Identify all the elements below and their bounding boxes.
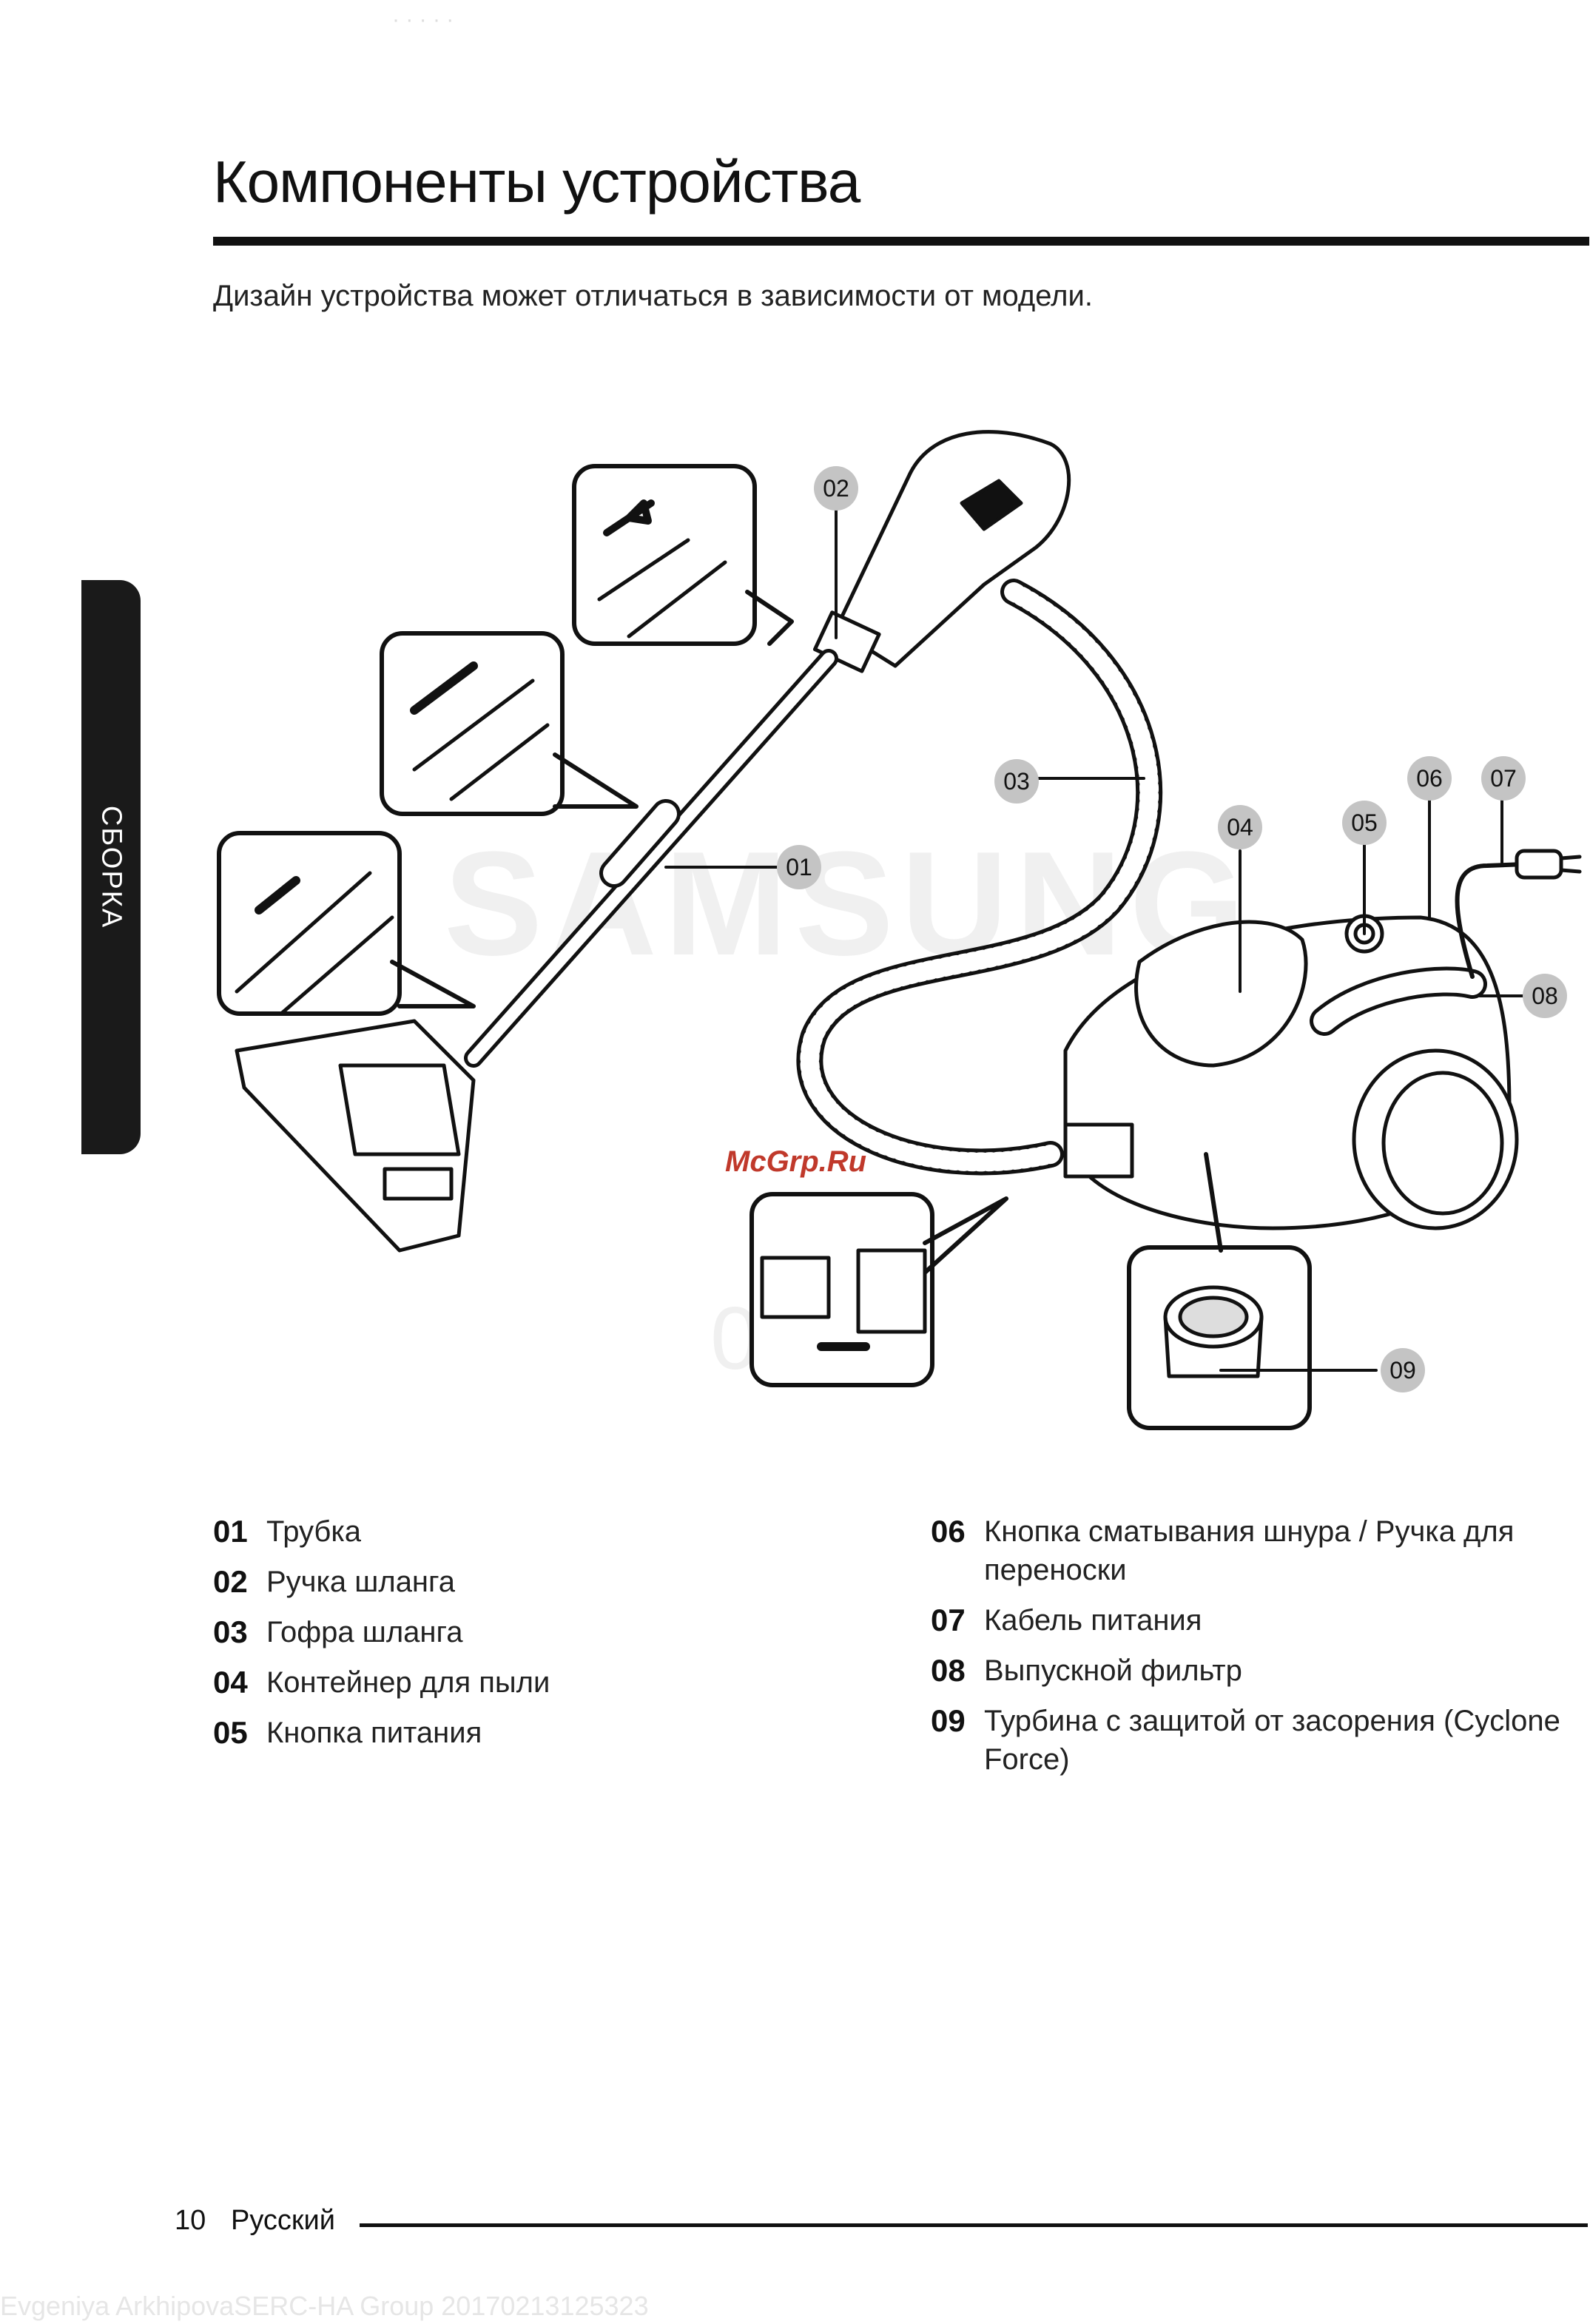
top-stub-text: · · · · · — [392, 7, 454, 32]
callout-07: 07 — [1481, 756, 1526, 801]
site-watermark: McGrp.Ru — [725, 1145, 867, 1178]
callout-07-label: 07 — [1490, 765, 1517, 792]
callout-03: 03 — [994, 759, 1039, 804]
callout-04: 04 — [1218, 805, 1262, 849]
legend-text: Кабель питания — [984, 1604, 1202, 1637]
legend-number: 03 — [213, 1614, 248, 1649]
title-rule — [213, 237, 1589, 246]
legend-number: 07 — [931, 1603, 966, 1637]
legend-number: 01 — [213, 1514, 248, 1549]
callout-09-label: 09 — [1389, 1357, 1416, 1384]
callout-03-label: 03 — [1003, 768, 1030, 795]
callout-08: 08 — [1523, 974, 1567, 1018]
page-title: Компоненты устройства — [213, 149, 860, 215]
legend-left: 01 Трубка 02 Ручка шланга 03 Гофра шланга 0… — [213, 1512, 879, 1764]
legend-text: Кнопка питания — [266, 1717, 482, 1749]
legend-number: 02 — [213, 1564, 248, 1599]
section-tab-label: СБОРКА — [95, 805, 127, 929]
callout-06: 06 — [1407, 756, 1452, 801]
legend-item: 04 Контейнер для пыли — [213, 1663, 879, 1702]
legend-text: Контейнер для пыли — [266, 1666, 550, 1699]
section-tab: СБОРКА — [81, 580, 141, 1154]
legend-number: 09 — [931, 1703, 966, 1738]
legend-text: Турбина с защитой от засорения (Cyclone … — [984, 1705, 1560, 1776]
legend-item: 01 Трубка — [213, 1512, 879, 1551]
detail-box-tube — [380, 631, 565, 816]
page-number: 10 — [175, 2205, 206, 2236]
legend-number: 04 — [213, 1665, 248, 1700]
detail-box-nozzle — [217, 831, 402, 1016]
callout-01: 01 — [777, 845, 821, 889]
callout-05: 05 — [1342, 801, 1387, 845]
legend-number: 06 — [931, 1514, 966, 1549]
callout-08-label: 08 — [1532, 983, 1558, 1009]
legend-text: Кнопка сматывания шнура / Ручка для пере… — [984, 1515, 1515, 1586]
legend-item: 02 Ручка шланга — [213, 1563, 879, 1601]
legend-item: 03 Гофра шланга — [213, 1613, 879, 1651]
callout-02: 02 — [814, 466, 858, 511]
legend-text: Гофра шланга — [266, 1616, 463, 1648]
footer-watermark: Evgeniya ArkhipovaSERC-HA Group 20170213… — [0, 2291, 649, 2321]
legend-text: Выпускной фильтр — [984, 1654, 1242, 1687]
power-cord — [1455, 862, 1526, 979]
callout-01-label: 01 — [786, 854, 812, 880]
detail-box-hose-connector — [749, 1192, 934, 1387]
legend-item: 09 Турбина с защитой от засорения (Cyclon… — [931, 1702, 1567, 1779]
callout-02-label: 02 — [823, 475, 849, 502]
legend-item: 07 Кабель питания — [931, 1601, 1567, 1640]
vacuum-diagram: SAMSUNG 0 231 — [217, 430, 1582, 1430]
legend-right: 06 Кнопка сматывания шнура / Ручка для пе… — [931, 1512, 1567, 1791]
legend-number: 05 — [213, 1715, 248, 1750]
legend-text: Трубка — [266, 1515, 361, 1548]
callout-06-label: 06 — [1416, 765, 1443, 792]
callout-04-label: 04 — [1227, 814, 1253, 841]
legend-item: 05 Кнопка питания — [213, 1714, 879, 1752]
footer-language: Русский — [231, 2205, 335, 2236]
legend-text: Ручка шланга — [266, 1566, 455, 1598]
legend-item: 06 Кнопка сматывания шнура / Ручка для пе… — [931, 1512, 1567, 1589]
footer-rule — [360, 2223, 1588, 2227]
legend-number: 08 — [931, 1653, 966, 1688]
callout-09: 09 — [1381, 1348, 1425, 1392]
callout-05-label: 05 — [1351, 809, 1378, 836]
legend-item: 08 Выпускной фильтр — [931, 1651, 1567, 1690]
page-subtitle: Дизайн устройства может отличаться в зав… — [213, 280, 1093, 312]
vacuum-body — [1063, 914, 1519, 1230]
